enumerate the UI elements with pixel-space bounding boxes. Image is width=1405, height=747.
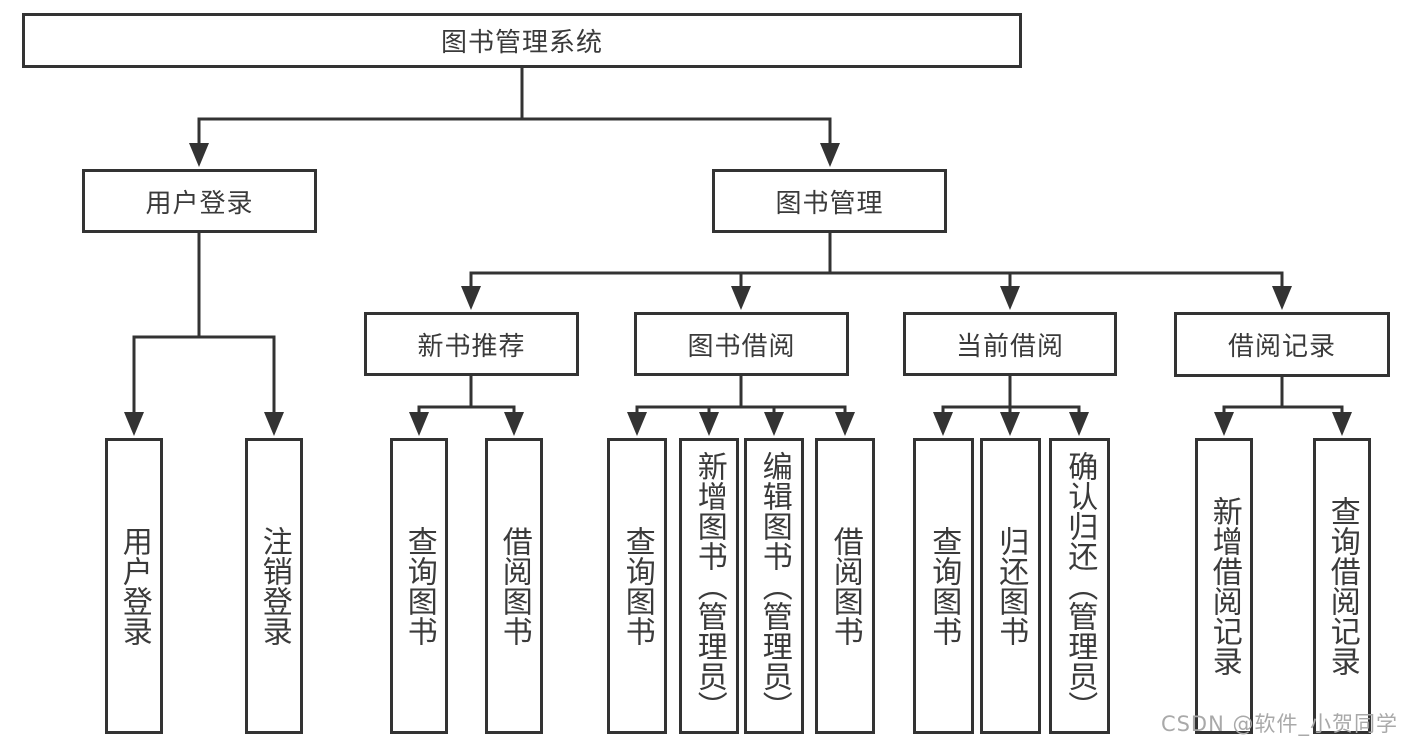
- leaf-label: 确认归还（管理员）: [1062, 451, 1098, 721]
- node-current-borrow: 当前借阅: [903, 312, 1117, 376]
- leaf-add-borrow-record: 新增借阅记录: [1195, 438, 1253, 734]
- leaf-query-books-borrow: 查询图书: [607, 438, 667, 734]
- leaf-label: 查询图书: [401, 526, 437, 646]
- leaf-query-borrow-record: 查询借阅记录: [1313, 438, 1371, 734]
- leaf-return-books: 归还图书: [980, 438, 1041, 734]
- leaf-label: 编辑图书（管理员）: [756, 451, 792, 721]
- node-borrow-record: 借阅记录: [1174, 312, 1390, 377]
- node-book-borrow: 图书借阅: [634, 312, 849, 376]
- leaf-label: 查询借阅记录: [1324, 496, 1360, 676]
- leaf-label: 归还图书: [993, 526, 1029, 646]
- leaf-borrow-books-recommend: 借阅图书: [485, 438, 543, 734]
- leaf-user-login: 用户登录: [105, 438, 163, 734]
- leaf-label: 借阅图书: [496, 526, 532, 646]
- leaf-query-books-current: 查询图书: [913, 438, 974, 734]
- leaf-add-books-admin: 新增图书（管理员）: [679, 438, 739, 734]
- leaf-logout: 注销登录: [245, 438, 303, 734]
- leaf-query-books-recommend: 查询图书: [390, 438, 448, 734]
- node-book-management: 图书管理: [712, 169, 947, 233]
- node-user-login: 用户登录: [82, 169, 317, 233]
- leaf-label: 新增借阅记录: [1206, 496, 1242, 676]
- node-new-book-recommend: 新书推荐: [364, 312, 579, 376]
- leaf-borrow-books: 借阅图书: [815, 438, 875, 734]
- leaf-label: 新增图书（管理员）: [691, 451, 727, 721]
- node-library-management-system: 图书管理系统: [22, 13, 1022, 68]
- leaf-label: 借阅图书: [827, 526, 863, 646]
- leaf-label: 查询图书: [619, 526, 655, 646]
- leaf-confirm-return-admin: 确认归还（管理员）: [1049, 438, 1110, 734]
- csdn-watermark: CSDN @软件_小贺同学: [1160, 712, 1398, 736]
- leaf-label: 注销登录: [256, 526, 292, 646]
- leaf-label: 查询图书: [926, 526, 962, 646]
- leaf-edit-books-admin: 编辑图书（管理员）: [744, 438, 804, 734]
- leaf-label: 用户登录: [116, 526, 152, 646]
